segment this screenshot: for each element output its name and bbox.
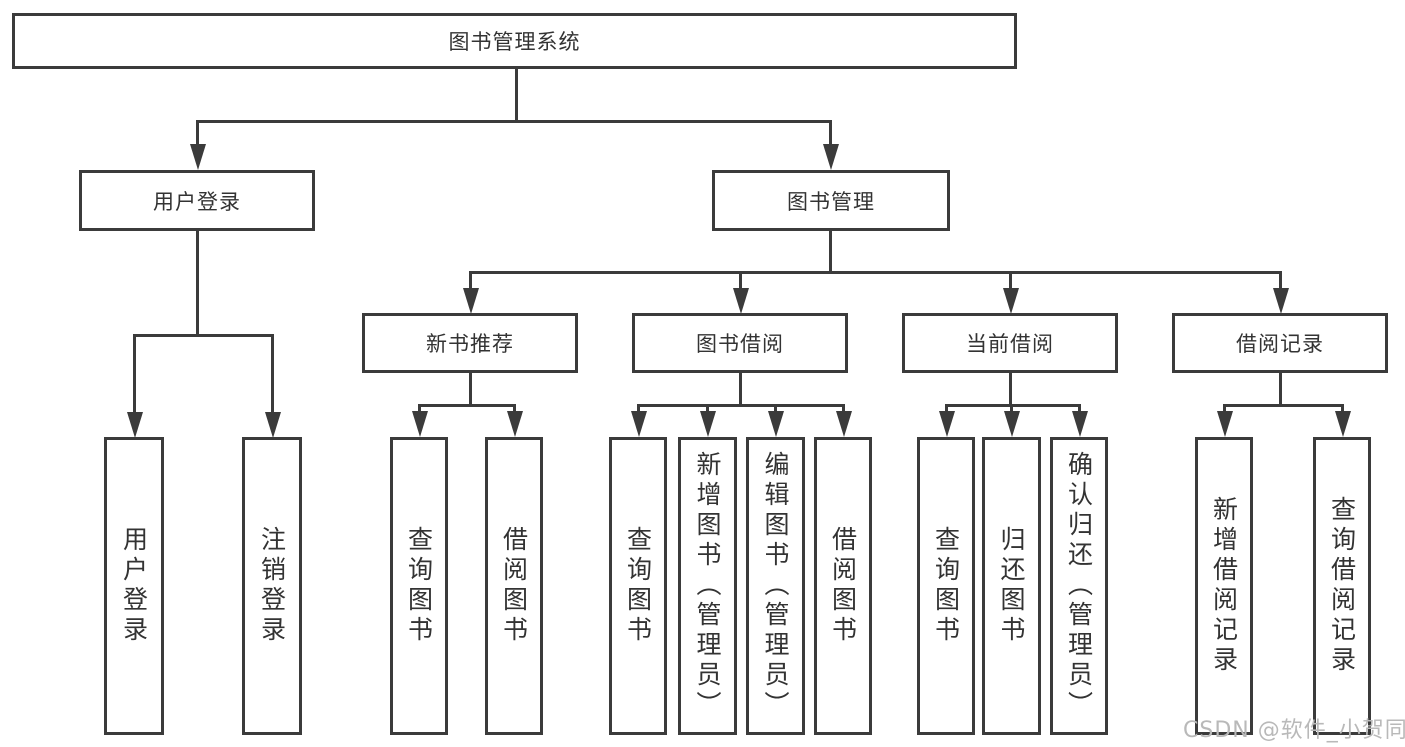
leaf-borrow-edit-books-admin: 编辑图书（管理员）	[746, 437, 805, 735]
node-borrow-records: 借阅记录	[1172, 313, 1388, 373]
node-label: 借阅图书	[828, 526, 858, 646]
connector-line	[637, 404, 844, 407]
node-label: 用户登录	[119, 526, 149, 646]
arrowhead-down-icon	[939, 411, 955, 437]
connector-line	[1279, 372, 1282, 407]
node-label: 新增借阅记录	[1209, 496, 1239, 676]
node-label: 查询图书	[931, 526, 961, 646]
leaf-recommend-query-books: 查询图书	[390, 437, 448, 735]
connector-line	[774, 404, 777, 414]
node-label: 图书借阅	[696, 332, 784, 356]
arrowhead-down-icon	[1217, 411, 1233, 437]
node-label: 归还图书	[997, 526, 1026, 646]
arrowhead-down-icon	[1072, 411, 1088, 437]
csdn-watermark: CSDN @软件_小贺同学	[1183, 718, 1405, 743]
connector-line	[469, 271, 472, 291]
connector-line	[513, 404, 516, 414]
leaf-borrow-borrow-books: 借阅图书	[814, 437, 872, 735]
connector-line	[1009, 372, 1012, 407]
connector-line	[196, 231, 199, 337]
leaf-current-return-books: 归还图书	[982, 437, 1041, 735]
arrowhead-down-icon	[1004, 411, 1020, 437]
arrowhead-down-icon	[412, 411, 428, 437]
arrowhead-down-icon	[190, 144, 206, 170]
connector-line	[829, 120, 832, 146]
node-label: 新增图书（管理员）	[693, 451, 722, 721]
connector-line	[842, 404, 845, 414]
node-label: 用户登录	[153, 189, 241, 214]
connector-line	[515, 69, 518, 123]
connector-line	[1010, 404, 1013, 414]
leaf-user-login: 用户登录	[104, 437, 164, 735]
leaf-logout: 注销登录	[242, 437, 302, 735]
connector-line	[133, 334, 274, 337]
node-label: 确认归还（管理员）	[1064, 451, 1094, 721]
node-label: 借阅记录	[1236, 332, 1324, 356]
node-label: 图书管理系统	[448, 30, 581, 54]
node-label: 编辑图书（管理员）	[761, 451, 790, 721]
arrowhead-down-icon	[1273, 288, 1289, 314]
connector-line	[1279, 271, 1282, 291]
node-book-borrow: 图书借阅	[632, 313, 848, 373]
leaf-current-confirm-return-admin: 确认归还（管理员）	[1050, 437, 1108, 735]
arrowhead-down-icon	[127, 412, 143, 438]
leaf-borrow-query-books: 查询图书	[609, 437, 667, 735]
arrowhead-down-icon	[507, 411, 523, 437]
connector-line	[271, 334, 274, 414]
arrowhead-down-icon	[700, 411, 716, 437]
connector-line	[1009, 271, 1012, 291]
connector-line	[469, 372, 472, 407]
arrowhead-down-icon	[823, 144, 839, 170]
connector-line	[469, 271, 1282, 274]
connector-line	[1223, 404, 1226, 414]
node-book-management: 图书管理	[712, 170, 950, 231]
arrowhead-down-icon	[836, 411, 852, 437]
node-label: 借阅图书	[499, 526, 529, 646]
leaf-recommend-borrow-books: 借阅图书	[485, 437, 543, 735]
node-label: 当前借阅	[966, 332, 1054, 356]
leaf-records-query-record: 查询借阅记录	[1313, 437, 1371, 735]
connector-line	[739, 271, 742, 291]
node-label: 查询图书	[623, 526, 653, 646]
connector-line	[706, 404, 709, 414]
connector-line	[637, 404, 640, 414]
node-library-system: 图书管理系统	[12, 13, 1017, 69]
connector-line	[1341, 404, 1344, 414]
node-user-login: 用户登录	[79, 170, 315, 231]
connector-line	[945, 404, 948, 414]
arrowhead-down-icon	[1003, 288, 1019, 314]
node-label: 查询借阅记录	[1327, 496, 1357, 676]
arrowhead-down-icon	[265, 412, 281, 438]
leaf-borrow-add-books-admin: 新增图书（管理员）	[678, 437, 737, 735]
node-label: 新书推荐	[426, 332, 514, 356]
leaf-records-add-record: 新增借阅记录	[1195, 437, 1253, 735]
arrowhead-down-icon	[1335, 411, 1351, 437]
connector-line	[739, 372, 742, 407]
connector-line	[418, 404, 421, 414]
connector-line	[196, 120, 199, 146]
arrowhead-down-icon	[768, 411, 784, 437]
arrowhead-down-icon	[733, 288, 749, 314]
connector-line	[1078, 404, 1081, 414]
node-label: 注销登录	[257, 526, 287, 646]
connector-line	[1223, 404, 1343, 407]
connector-line	[829, 231, 832, 274]
node-current-borrow: 当前借阅	[902, 313, 1118, 373]
connector-line	[418, 404, 516, 407]
node-label: 图书管理	[787, 189, 875, 214]
arrowhead-down-icon	[463, 288, 479, 314]
connector-line	[196, 120, 832, 123]
leaf-current-query-books: 查询图书	[917, 437, 975, 735]
node-new-book-recommend: 新书推荐	[362, 313, 578, 373]
arrowhead-down-icon	[631, 411, 647, 437]
node-label: 查询图书	[404, 526, 434, 646]
connector-line	[133, 334, 136, 414]
